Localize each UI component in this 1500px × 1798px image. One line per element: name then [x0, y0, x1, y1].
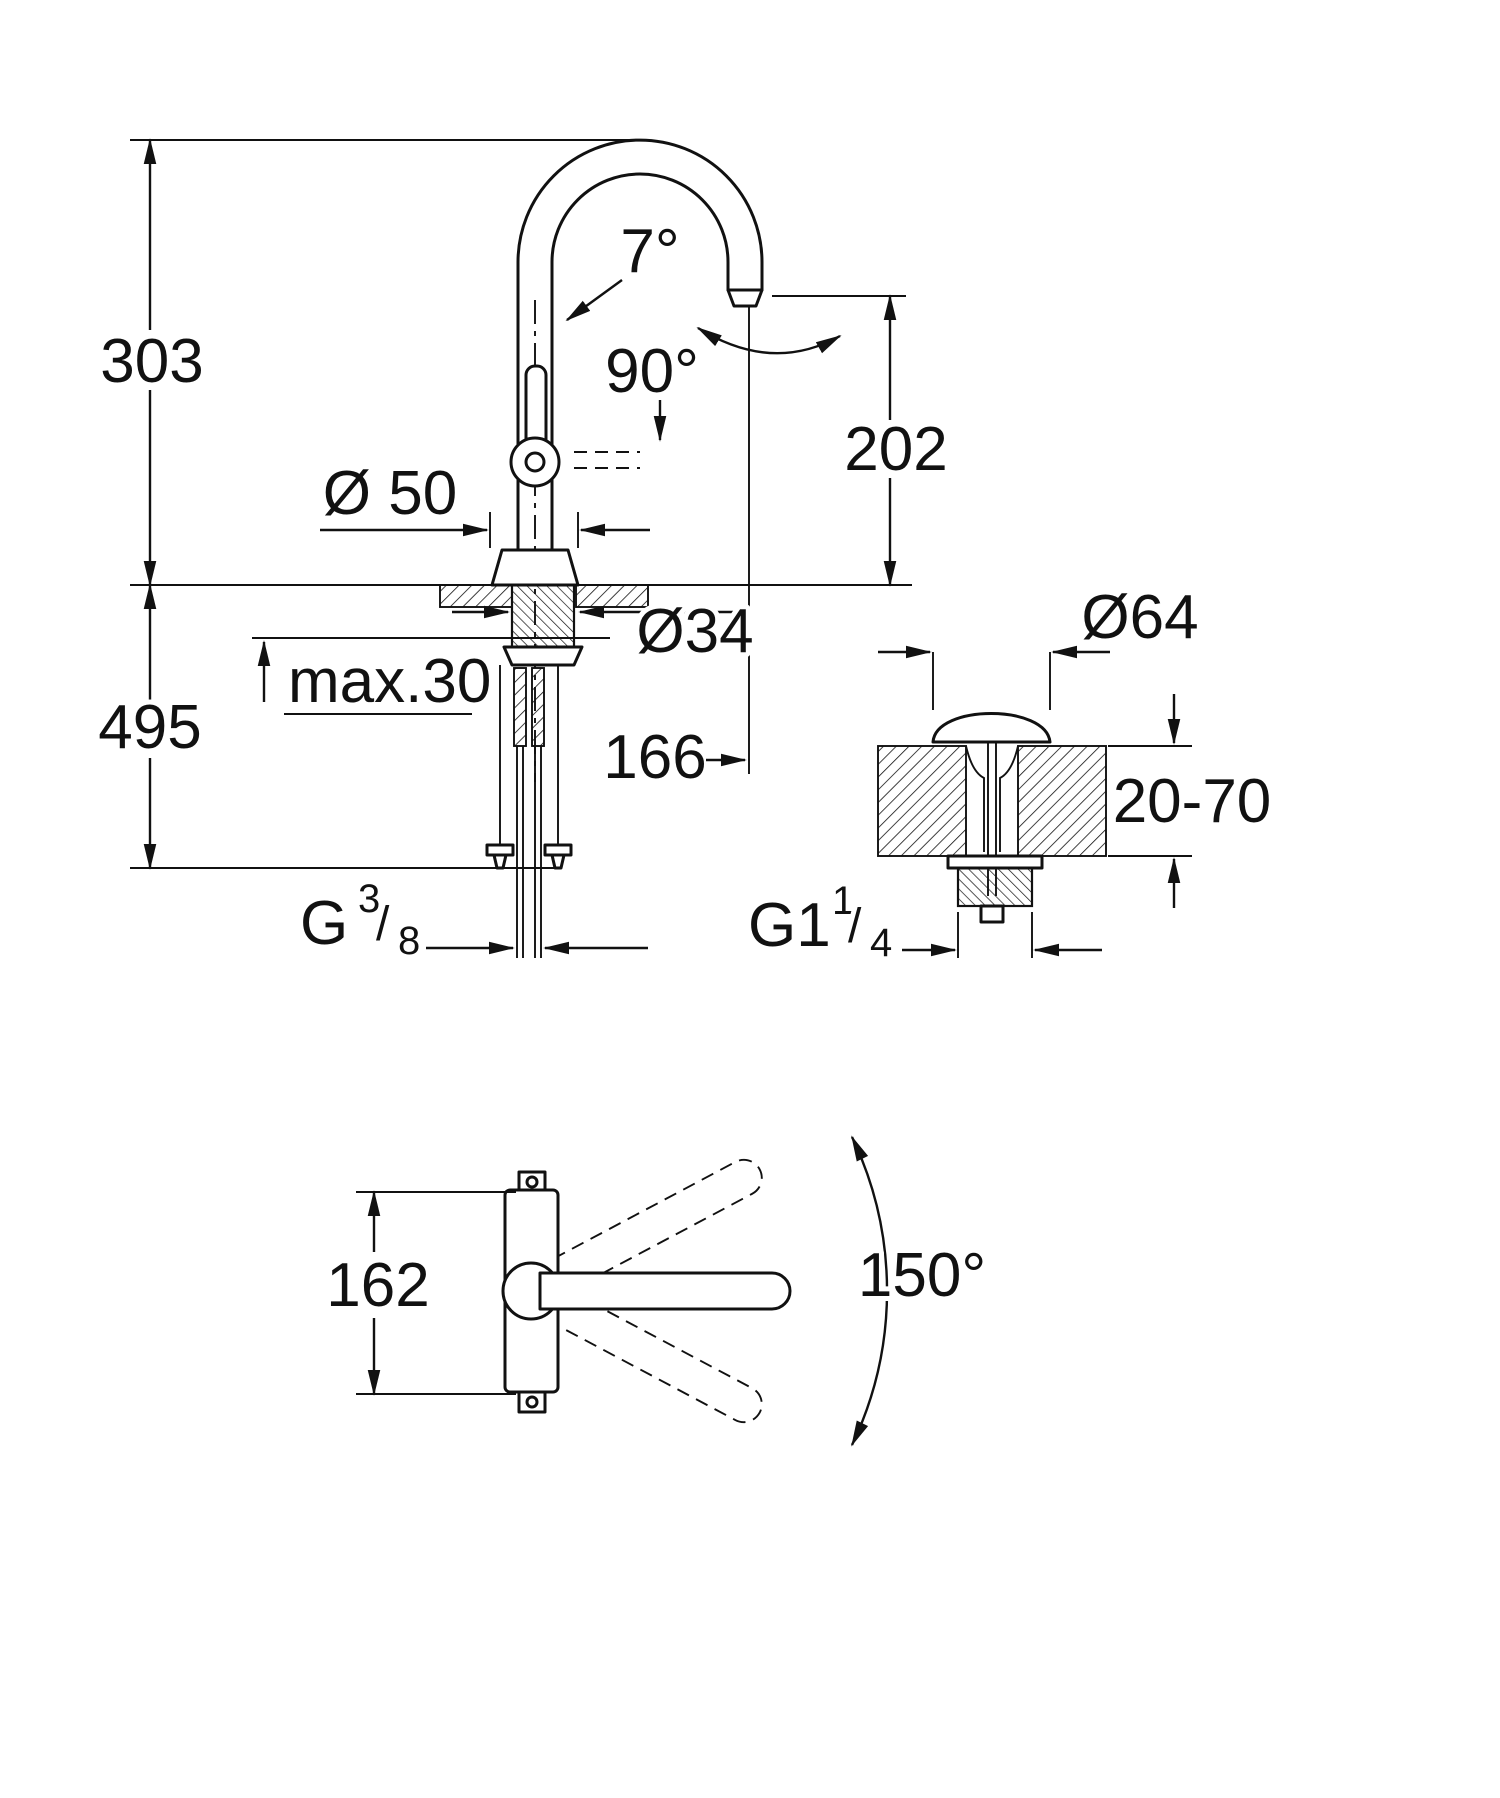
- dimension-162: 162: [321, 1190, 516, 1396]
- bolt-tip-left: [492, 853, 508, 870]
- spout-dashed-outline: [534, 1280, 763, 1424]
- dim-label-max30: max.30: [288, 647, 491, 716]
- dim-label-162: 162: [326, 1251, 429, 1320]
- dimension-166: 166: [598, 718, 747, 797]
- dimension-303: 303: [95, 138, 648, 587]
- spout-solid: [538, 1271, 792, 1311]
- mounting-deck: [130, 584, 912, 639]
- thread-label-base: G1: [748, 891, 831, 960]
- dimension-diameter-34: Ø34: [452, 592, 759, 671]
- thread-label-denominator: 4: [870, 921, 892, 965]
- handle-pivot-hub: [524, 451, 546, 473]
- dimension-diameter-64: Ø64: [878, 578, 1204, 710]
- waste-outline: [877, 712, 1107, 924]
- dimension-20-70: 20-70: [1108, 694, 1276, 908]
- deck-section-right: [1017, 745, 1107, 857]
- handle-pivot: [509, 436, 561, 488]
- spout-inner-edge: [550, 172, 730, 554]
- dimension-7-degrees: 7°: [565, 212, 842, 355]
- deck-section-left: [877, 745, 967, 857]
- dimension-max-30: max.30: [257, 640, 496, 721]
- swivel-arc: [850, 1135, 889, 1447]
- waste-stub: [979, 904, 1005, 924]
- dim-label-90deg: 90°: [605, 337, 699, 406]
- screw-top: [525, 1175, 539, 1189]
- bolt-tip-right: [550, 853, 566, 870]
- dimension-202: 202: [772, 294, 953, 587]
- dimension-g-three-eighths: G 3 / 8: [295, 872, 648, 968]
- top-view: 162 150°: [321, 1135, 991, 1447]
- spout-dashed-outline: [534, 1158, 763, 1302]
- thread-label-numerator: 3: [358, 877, 380, 921]
- spout-position-upper: [534, 1158, 763, 1302]
- dimension-g-one-and-quarter: G1 1 / 4: [743, 874, 1102, 970]
- thread-label-base: G: [300, 889, 348, 958]
- screw-bottom: [525, 1395, 539, 1409]
- dim-label-d34: Ø34: [636, 597, 753, 666]
- faucet-outline: [485, 138, 764, 958]
- waste-view: Ø64 20-70 G1 1 / 4: [743, 578, 1276, 970]
- deck-section-left: [439, 584, 513, 608]
- braided-hose-left: [513, 667, 527, 747]
- dim-label-d64: Ø64: [1081, 583, 1198, 652]
- dimension-diameter-50: Ø 50: [318, 454, 650, 548]
- thread-label-denominator: 8: [398, 919, 420, 963]
- dim-label-166: 166: [603, 723, 706, 792]
- mounting-tab-bottom: [517, 1390, 547, 1414]
- dim-label-303: 303: [100, 327, 203, 396]
- front-view: 303 495 Ø 50 Ø34 max.30: [93, 138, 953, 968]
- dimension-90-degrees: 90°: [574, 332, 704, 469]
- waste-funnel-right: [999, 745, 1019, 852]
- waste-tailpiece: [956, 866, 1034, 908]
- dim-label-7deg: 7°: [620, 217, 679, 286]
- dim-label-2070: 20-70: [1113, 767, 1272, 836]
- thread-label-slash: /: [848, 900, 862, 953]
- leader-arrow: [565, 279, 623, 322]
- spout-aerator: [726, 288, 764, 308]
- braided-hose-right: [531, 667, 545, 747]
- waste-plug-cap: [931, 712, 1052, 744]
- thread-label-numerator: 1: [832, 879, 854, 923]
- waste-flange: [946, 854, 1044, 870]
- thread-label-slash: /: [376, 898, 390, 951]
- dim-label-495: 495: [98, 693, 201, 762]
- dim-label-202: 202: [844, 415, 947, 484]
- dim-label-d50: Ø 50: [323, 459, 457, 528]
- deck-section-right: [575, 584, 649, 608]
- dim-label-150deg: 150°: [858, 1241, 986, 1310]
- angle-arc: [696, 326, 842, 355]
- dimension-150-degrees: 150°: [850, 1135, 991, 1447]
- waste-funnel-left: [965, 745, 985, 852]
- dimension-495: 495: [93, 583, 560, 870]
- faucet-body-top: [501, 1170, 792, 1414]
- mounting-nut: [502, 645, 584, 667]
- base-escutcheon: [490, 548, 580, 587]
- spout-position-lower: [534, 1280, 763, 1424]
